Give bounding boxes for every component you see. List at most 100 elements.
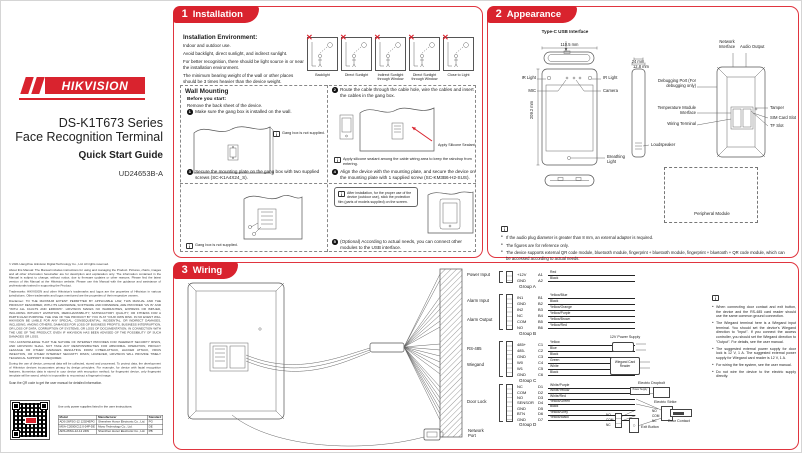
terminal-row: W0 C4 Green bbox=[517, 358, 638, 365]
section-installation-header: 1 Installation bbox=[172, 5, 259, 23]
terminal-row: 485+ C1 Yellow bbox=[517, 340, 638, 347]
product-series: DS-K1T673 Series bbox=[58, 116, 163, 130]
step-1: 1 Make sure the gang box is installed on… bbox=[187, 109, 323, 115]
wiring-diagram bbox=[187, 268, 669, 447]
group-bracket bbox=[499, 384, 503, 422]
legal-paragraph: Trademarks: HIKVISION and other Hikvisio… bbox=[9, 290, 161, 298]
wiegand-reader-box: Wiegand Card Reader bbox=[610, 357, 640, 375]
terminal-row: BTN D6 Yellow/Grey bbox=[517, 410, 638, 416]
debugging-port-label: Debugging Port (For debugging only) bbox=[658, 78, 696, 88]
doc-code: UD24653B-A bbox=[118, 169, 163, 178]
network-interface-label: Network Interface bbox=[718, 39, 736, 49]
appearance-note: The figures are for reference only. bbox=[501, 243, 789, 248]
step-2-badge: 2 bbox=[332, 87, 338, 93]
depth2-dimension: 12.8 mm bbox=[633, 64, 649, 69]
before-you-start-text: Remove the back sheet of the device. bbox=[187, 103, 263, 108]
legal-text: © 2021 Hangzhou Hikvision Digital Techno… bbox=[9, 263, 161, 395]
doc-type: Quick Start Guide bbox=[78, 150, 163, 161]
terminal-row: NO B6 Yellow/Red bbox=[517, 323, 638, 330]
wall-mounting-area bbox=[180, 85, 476, 252]
step-5-text: (Optional) According to actual needs, yo… bbox=[340, 239, 462, 250]
strike-label: Electric Strike bbox=[654, 400, 677, 404]
dropbolt-box bbox=[653, 387, 670, 398]
section-title: Appearance bbox=[506, 8, 562, 20]
mic-label: MIC bbox=[528, 87, 536, 93]
step-4: 4 Align the device with the mounting pla… bbox=[332, 169, 476, 180]
env-line: Avoid backlight, direct sunlight, and in… bbox=[183, 51, 288, 57]
tf-slot-label: TF Slot bbox=[770, 123, 784, 128]
label-rs485: RS-485 bbox=[467, 346, 482, 351]
wall-drawing-step1 bbox=[193, 126, 274, 176]
warning-caption: Indirect Sunlight through Window bbox=[377, 72, 404, 81]
step-3-badge: 3 bbox=[187, 169, 193, 175]
warning-diagram: ✕ bbox=[442, 33, 474, 71]
wiring-group-a: +12V A1 Red GND A2 Black Group A bbox=[499, 270, 638, 289]
wiring-group-b: IN1 B1 Yellow/Blue GND B2 Black IN2 B3 Y… bbox=[499, 293, 638, 336]
power-supply-table: Model Manufacturer Standard ADS-26FSG-12… bbox=[58, 415, 164, 451]
env-line: Indoor and outdoor use. bbox=[183, 43, 231, 48]
sidebar: HIKVISION DS-K1T673 Series Face Recognit… bbox=[1, 1, 169, 452]
sim-card-slot-label: SIM Card Slot bbox=[770, 114, 797, 120]
legal-paragraph: © 2021 Hangzhou Hikvision Digital Techno… bbox=[9, 263, 109, 266]
qr-code bbox=[10, 400, 50, 440]
wall-mounting-title: Wall Mounting bbox=[185, 88, 229, 95]
exit-button-box: ○ bbox=[629, 418, 639, 433]
width-dimension: 110.5 mm bbox=[560, 42, 579, 47]
section-wiring: 3 Wiring bbox=[172, 261, 799, 450]
step-2-text: Route the cable through the cable hole, … bbox=[340, 87, 474, 98]
terminal-row: GND B2 Black bbox=[517, 299, 638, 306]
appearance-notes: If the audio plug diameter is greater th… bbox=[501, 235, 789, 263]
terminal-row: COM D2 White/Yellow bbox=[517, 388, 638, 395]
wiring-notes: When connecting door contact and exit bu… bbox=[712, 305, 796, 381]
step-3-text: Secure the mounting plate on the gang bo… bbox=[195, 169, 320, 180]
logo-underline bbox=[19, 98, 145, 101]
step-4-text: Align the device with the mounting plate… bbox=[340, 169, 475, 180]
manual-note-icon: i bbox=[334, 157, 341, 163]
section-title: Wiring bbox=[192, 264, 223, 276]
step-2: 2 Route the cable through the cable hole… bbox=[332, 87, 474, 98]
warning-item: ✕ Close to Light bbox=[442, 33, 474, 81]
manual-note-icon: i bbox=[338, 191, 345, 197]
group-caption: Group A bbox=[519, 283, 536, 289]
door-contact-label: Door Contact bbox=[668, 419, 690, 423]
power-supply-note: Use only power supplies listed in the us… bbox=[58, 405, 133, 409]
group-bracket bbox=[499, 271, 503, 283]
table-row: ADS-26SG-12-12 24W Shenzhen Honor Electr… bbox=[58, 429, 163, 435]
legal-paragraphs: © 2021 Hangzhou Hikvision Digital Techno… bbox=[9, 263, 161, 378]
breathing-light-label: Breathing Light bbox=[607, 154, 625, 164]
warning-diagram: ✕ bbox=[408, 34, 440, 71]
wall-drawing-step2 bbox=[339, 107, 435, 152]
protection-film-text: After installation, for the proper use o… bbox=[338, 191, 412, 204]
section-wiring-header: 3 Wiring bbox=[172, 261, 239, 279]
ir-light-left-label: IR Light bbox=[521, 75, 536, 80]
group-bracket bbox=[499, 294, 503, 330]
wiring-note: Do not wire the device to the electric s… bbox=[712, 370, 796, 379]
label-network-port: Network Port bbox=[468, 428, 484, 438]
red-x-icon: ✕ bbox=[340, 33, 347, 42]
warning-caption: Backlight bbox=[315, 72, 330, 77]
wiring-group-d: NC D1 White/Purple COM D2 White/Yellow N… bbox=[499, 383, 638, 428]
device-mounted-drawing bbox=[427, 191, 474, 234]
terminal-row: COM B5 Yellow/Brown bbox=[517, 317, 638, 324]
product-title: DS-K1T673 Series Face Recognition Termin… bbox=[5, 116, 163, 145]
manual-note-icon: i bbox=[273, 131, 280, 137]
qr-finder-tl bbox=[12, 402, 20, 410]
psu-label: 12V Power Supply bbox=[609, 335, 641, 339]
label-alarm-input: Alarm Input bbox=[467, 298, 489, 303]
appearance-note: If the audio plug diameter is greater th… bbox=[501, 235, 789, 240]
red-x-icon: ✕ bbox=[442, 33, 449, 42]
step-5-badge: 5 bbox=[332, 239, 338, 245]
section-title: Installation bbox=[192, 8, 243, 20]
section-appearance-header: 2 Appearance bbox=[486, 5, 578, 23]
group-caption: Group D bbox=[519, 422, 537, 428]
label-door-lock: Door Lock bbox=[467, 399, 487, 404]
section-installation: 1 Installation Installation Environment:… bbox=[172, 5, 483, 258]
warning-doodle bbox=[345, 42, 367, 68]
terminal-row: GND C3 Black bbox=[517, 352, 638, 359]
legal-paragraph: Disclaimer: TO THE MAXIMUM EXTENT PERMIT… bbox=[9, 300, 161, 339]
terminal-row: NC B4 Yellow/Purple bbox=[517, 311, 638, 318]
manual-note-icon: i bbox=[501, 226, 508, 232]
qr-logo-chip bbox=[25, 417, 37, 424]
gangbox-note-2-text: Gang box is not supplied. bbox=[195, 243, 238, 247]
